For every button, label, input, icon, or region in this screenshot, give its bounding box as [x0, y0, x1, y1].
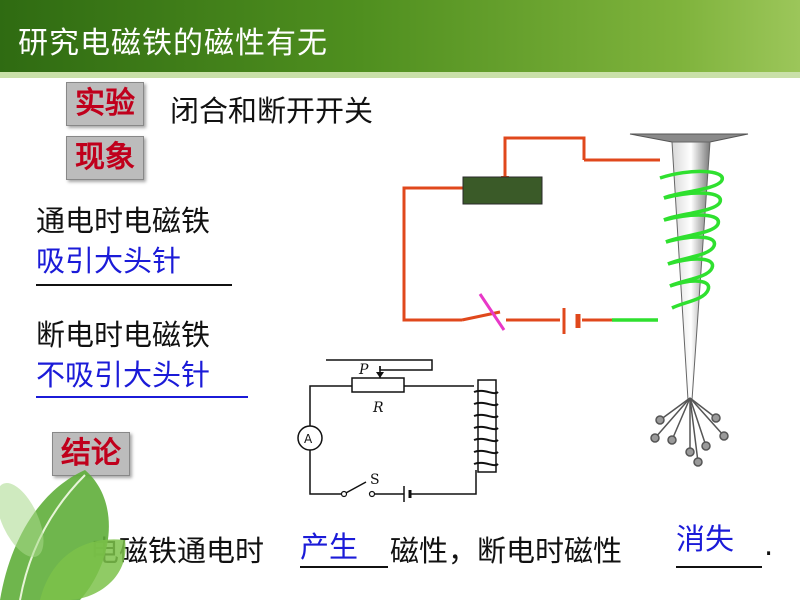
conclusion-blank1: 产生	[300, 530, 359, 564]
circuit-orange	[402, 136, 660, 322]
phenomenon-off-result: 不吸引大头针	[36, 358, 211, 392]
iron-nail	[629, 133, 749, 401]
schematic-diagram	[309, 359, 499, 502]
header-divider	[0, 72, 800, 78]
conclusion-part2: 磁性，断电时磁性	[390, 534, 623, 568]
label-s: S	[370, 472, 380, 488]
label-a: A	[304, 432, 313, 446]
label-r: R	[372, 400, 384, 416]
pins-cluster	[650, 397, 729, 467]
switch-contact-right	[368, 490, 376, 498]
experiment-action: 闭合和断开开关	[170, 94, 374, 128]
phenomenon-off-line: 断电时电磁铁	[36, 318, 211, 352]
on-result-underline	[36, 284, 232, 286]
ammeter-symbol	[297, 425, 323, 451]
blank2-underline	[676, 566, 762, 568]
switch-contact-left	[340, 490, 348, 498]
label-p: P	[358, 362, 369, 378]
conclusion-end: .	[764, 528, 774, 562]
schematic-slider-arrow	[376, 372, 384, 378]
experiment-tag: 实验	[66, 82, 144, 126]
switch-lever	[478, 293, 506, 331]
header-bar: 研究电磁铁的磁性有无	[0, 0, 800, 78]
conclusion-tag: 结论	[52, 432, 130, 476]
off-result-underline	[36, 396, 248, 398]
coil	[612, 169, 724, 322]
phenomenon-on-result: 吸引大头针	[36, 244, 182, 278]
conclusion-blank2: 消失	[676, 522, 735, 556]
blank1-underline	[300, 566, 388, 568]
phenomenon-tag: 现象	[66, 136, 144, 180]
page-title: 研究电磁铁的磁性有无	[18, 26, 328, 61]
phenomenon-on-line: 通电时电磁铁	[36, 204, 211, 238]
leaf-decoration	[0, 470, 126, 600]
rheostat	[462, 176, 543, 205]
